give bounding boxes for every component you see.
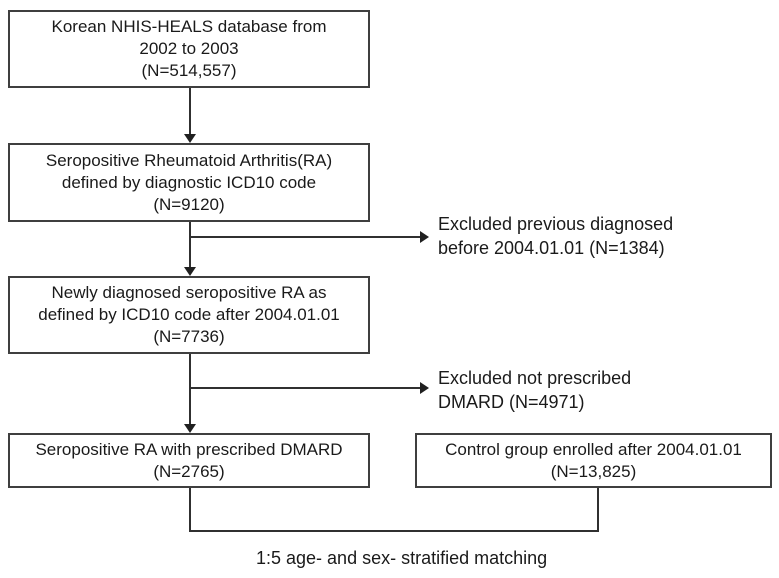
box-text-line: Korean NHIS-HEALS database from [51,17,327,36]
exclusion-text-line: Excluded previous diagnosed [438,214,674,234]
box-text-line: Control group enrolled after 2004.01.01 [445,439,742,459]
box-text-line: (N=13,825) [550,461,637,481]
exclusion-branch-line-1 [190,236,420,238]
box-text-line: Seropositive RA with prescribed DMARD [35,439,343,459]
matching-label: 1:5 age- and sex- stratified matching [256,548,548,568]
box-newly-diagnosed-ra: Newly diagnosed seropositive RA as defin… [8,276,370,354]
connector-line-v3 [189,354,191,425]
arrow-down-icon [184,424,196,433]
exclusion-text-line: DMARD (N=4971) [438,392,585,412]
box-ra-with-dmard: Seropositive RA with prescribed DMARD (N… [8,433,370,488]
box-text-line: (N=2765) [153,461,225,481]
box-text-line: 2002 to 2003 [139,39,239,58]
box-text-line: defined by diagnostic ICD10 code [61,172,317,192]
connector-line-bottom-left [189,488,191,532]
box-text-line: (N=7736) [153,327,225,346]
connector-line-bottom-right [597,488,599,532]
arrow-down-icon [184,267,196,276]
exclusion-branch-line-2 [190,387,420,389]
box-text-line: (N=514,557) [141,61,237,80]
exclusion-text-line: before 2004.01.01 (N=1384) [438,238,665,258]
box-control-group: Control group enrolled after 2004.01.01 … [415,433,772,488]
arrow-right-icon [420,382,429,394]
exclusion-note-previous-diagnosed: Excluded previous diagnosed before 2004.… [438,212,673,260]
box-text-line: Seropositive Rheumatoid Arthritis(RA) [45,150,333,170]
arrow-right-icon [420,231,429,243]
box-seropositive-ra: Seropositive Rheumatoid Arthritis(RA) de… [8,143,370,222]
box-text-line: defined by ICD10 code after 2004.01.01 [38,305,340,324]
connector-line-v2 [189,222,191,268]
box-text-line: Newly diagnosed seropositive RA as [51,283,327,302]
connector-line-v1 [189,88,191,135]
connector-line-bottom-horizontal [189,530,599,532]
exclusion-text-line: Excluded not prescribed [438,368,632,388]
box-text-line: (N=9120) [153,194,225,214]
arrow-down-icon [184,134,196,143]
box-source-database: Korean NHIS-HEALS database from 2002 to … [8,10,370,88]
exclusion-note-no-dmard: Excluded not prescribed DMARD (N=4971) [438,366,631,414]
